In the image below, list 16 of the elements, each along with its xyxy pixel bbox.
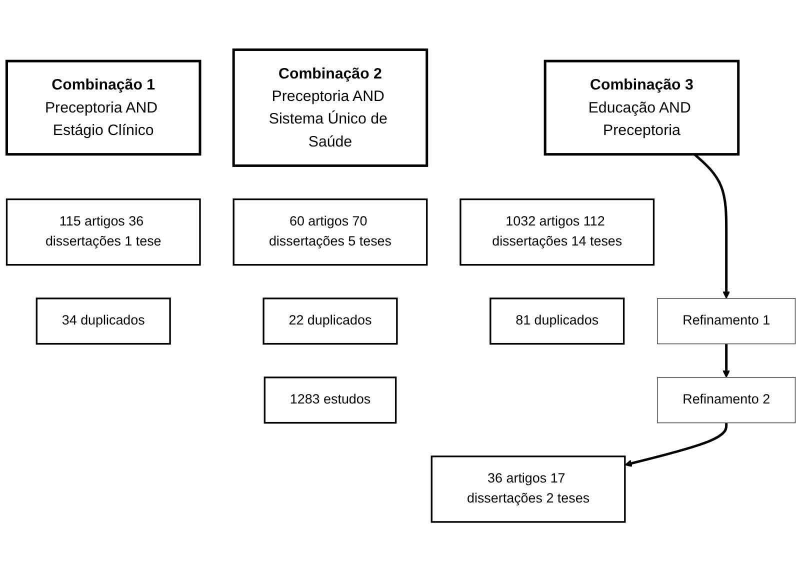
node-box (262, 298, 398, 345)
node-box (264, 376, 397, 424)
node-box (430, 456, 626, 523)
node-box (232, 48, 428, 168)
node-box (5, 60, 202, 156)
arrow (624, 422, 728, 468)
node-box (6, 198, 201, 266)
arrow (694, 154, 730, 299)
node-box (232, 198, 428, 266)
node-box (36, 298, 171, 345)
node-box (657, 377, 796, 424)
node-box (657, 298, 796, 344)
node-box (544, 60, 740, 156)
node-box (490, 298, 625, 345)
node-box (460, 198, 655, 266)
arrow (722, 344, 730, 378)
